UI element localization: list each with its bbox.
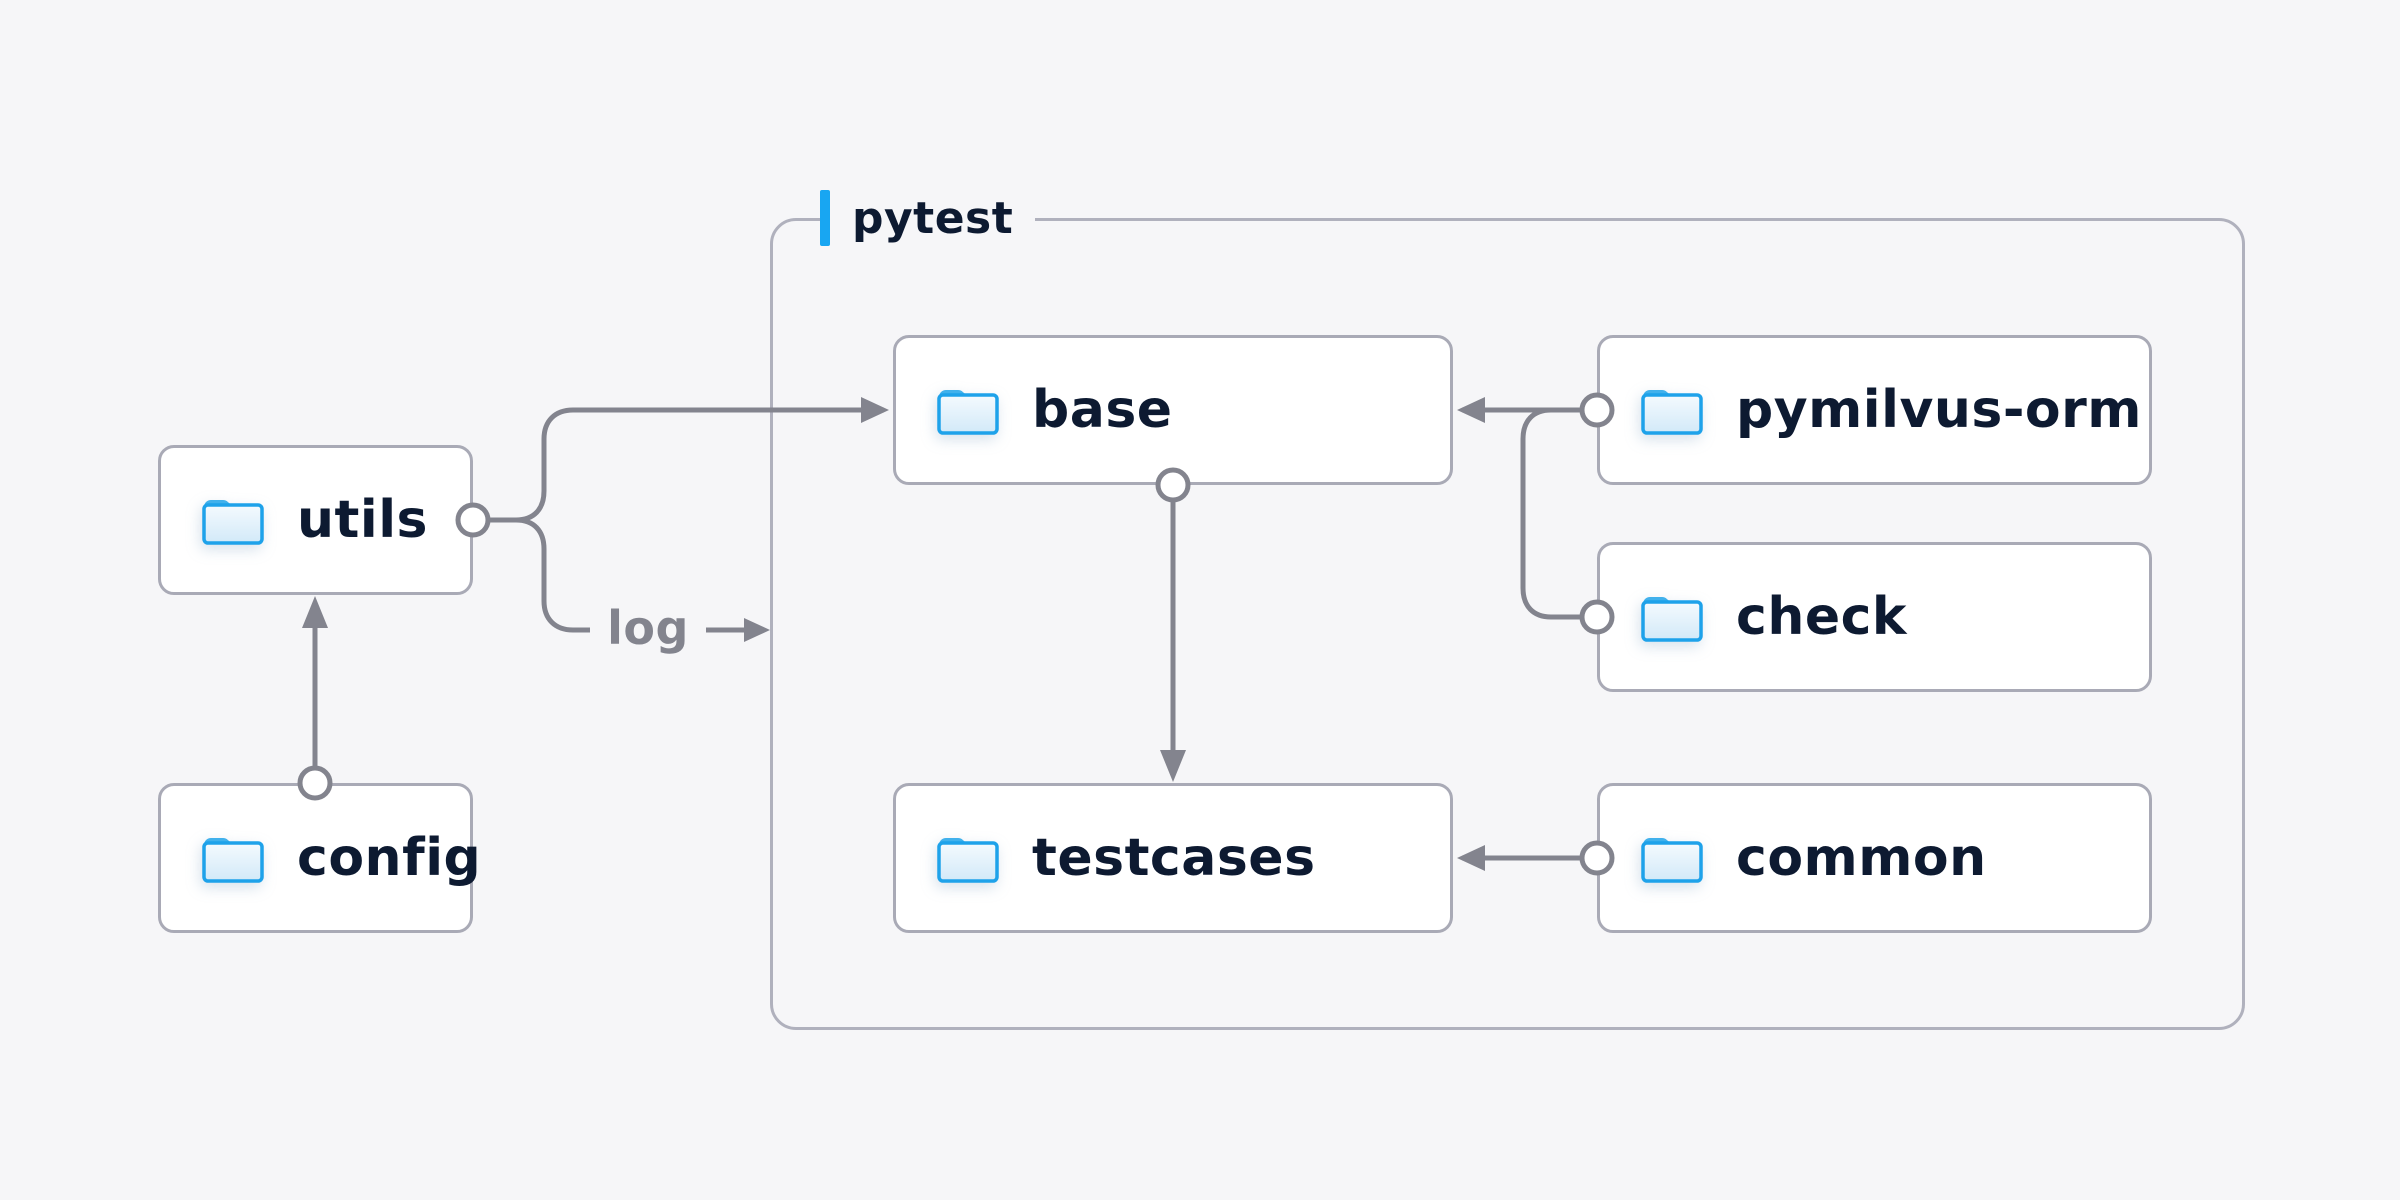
node-testcases: testcases [893,783,1453,933]
pytest-group-title: pytest [852,192,1014,244]
pytest-group-label: pytest [820,189,1036,247]
edge-label-log: log [607,601,689,655]
arrowhead-right-icon [744,618,770,642]
node-label: common [1736,828,1987,888]
node-utils: utils [158,445,473,595]
folder-icon [202,500,264,545]
folder-icon [202,838,264,883]
node-label: pymilvus-orm [1736,380,2142,440]
node-label: check [1736,587,1908,647]
folder-icon [937,838,999,883]
arrowhead-up-icon [302,596,328,628]
node-check: check [1597,542,2152,692]
node-pymilvus-orm: pymilvus-orm [1597,335,2152,485]
node-base: base [893,335,1453,485]
node-label: base [1032,380,1173,440]
node-label: config [297,828,482,888]
node-label: testcases [1032,828,1316,888]
node-label: utils [297,490,428,550]
node-common: common [1597,783,2152,933]
pytest-group-container [770,218,2245,1030]
folder-icon [1641,597,1703,642]
folder-icon [1641,838,1703,883]
accent-bar-icon [820,190,830,246]
folder-icon [937,390,999,435]
folder-icon [1641,390,1703,435]
node-config: config [158,783,481,933]
